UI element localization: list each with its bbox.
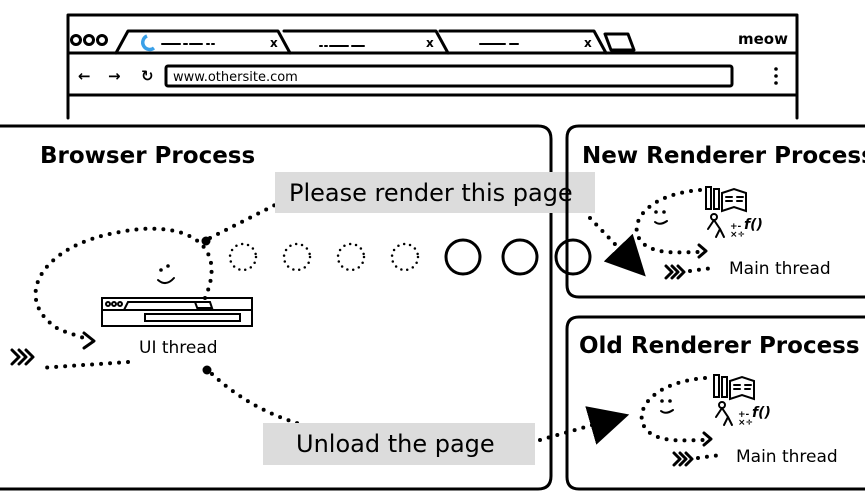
new-renderer-title: New Renderer Process: [582, 143, 865, 169]
renderer-tools-icon: [713, 374, 772, 429]
ui-thread-tail: [38, 360, 130, 370]
tab-3[interactable]: x: [438, 29, 608, 55]
unload-message: Unload the page: [296, 430, 495, 458]
browser-process-title: Browser Process: [40, 143, 255, 169]
old-renderer-process-box: Old Renderer Process Main thread: [565, 315, 865, 491]
render-message-box: [275, 172, 595, 213]
loading-spinner-icon: [141, 34, 156, 52]
tab-close-icon[interactable]: x: [426, 36, 434, 50]
ipc-circles: [228, 238, 592, 276]
ui-thread-face: [157, 264, 175, 284]
render-message: Please render this page: [289, 179, 573, 207]
tab-close-icon[interactable]: x: [584, 36, 592, 50]
new-main-thread-label: Main thread: [729, 259, 831, 279]
tab-2[interactable]: x: [282, 29, 450, 55]
mini-browser-icon: [101, 297, 253, 327]
forward-arrow-icon[interactable]: →: [108, 67, 121, 85]
menu-kebab-icon[interactable]: [774, 67, 778, 85]
reload-icon[interactable]: ↻: [141, 67, 154, 85]
tab-active[interactable]: x: [114, 29, 292, 55]
ui-thread-label: UI thread: [139, 338, 218, 358]
unload-message-box: [263, 423, 535, 465]
renderer-tools-icon: [705, 186, 764, 241]
profile-name[interactable]: meow: [738, 30, 788, 48]
address-bar[interactable]: [164, 64, 734, 88]
main-thread-loop: [634, 188, 702, 255]
new-renderer-process-box: New Renderer Process Main thread: [565, 124, 865, 299]
tab-close-icon[interactable]: x: [270, 36, 278, 50]
new-tab-button[interactable]: [603, 32, 636, 52]
ui-thread-loop: [33, 226, 214, 342]
browser-process-box: Browser Process UI thread: [0, 124, 553, 491]
old-renderer-title: Old Renderer Process: [579, 333, 860, 359]
window-controls[interactable]: [70, 34, 108, 46]
old-main-thread-label: Main thread: [736, 447, 838, 467]
main-thread-loop: [639, 376, 707, 443]
back-arrow-icon[interactable]: ←: [78, 67, 91, 85]
browser-window: x x x meow ← → ↻ www.othersite.com: [66, 13, 799, 120]
url-text[interactable]: www.othersite.com: [173, 70, 298, 85]
